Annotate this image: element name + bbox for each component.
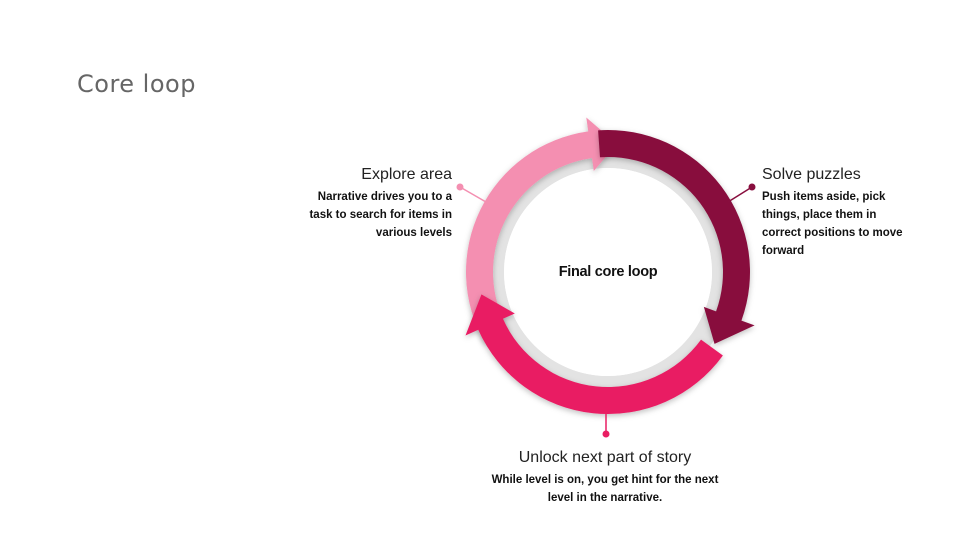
explore-area-heading: Explore area [361,166,452,183]
slide-title: Core loop [77,70,196,98]
solve-connector [727,186,753,203]
unlock-story-description: While level is on, you get hint for the … [491,474,719,504]
explore-connector [459,186,487,203]
solve-arc-arrow [598,130,755,344]
explore-area-description: Narrative drives you to a task to search… [309,191,452,239]
unlock-story-label: Unlock next part of story While level is… [480,449,730,507]
solve-connector-dot [748,183,756,191]
solve-puzzles-description: Push items aside, pick things, place the… [762,191,903,257]
unlock-story-heading: Unlock next part of story [518,449,692,466]
center-label: Final core loop [558,264,658,280]
explore-area-label: Explore area Narrative drives you to a t… [300,166,452,242]
unlock-arc-arrow [465,294,723,415]
solve-puzzles-label: Solve puzzles Push items aside, pick thi… [762,166,912,260]
solve-puzzles-heading: Solve puzzles [762,166,861,183]
unlock-connector-dot [602,430,610,438]
explore-connector-dot [456,183,464,191]
center-disk [504,168,712,376]
